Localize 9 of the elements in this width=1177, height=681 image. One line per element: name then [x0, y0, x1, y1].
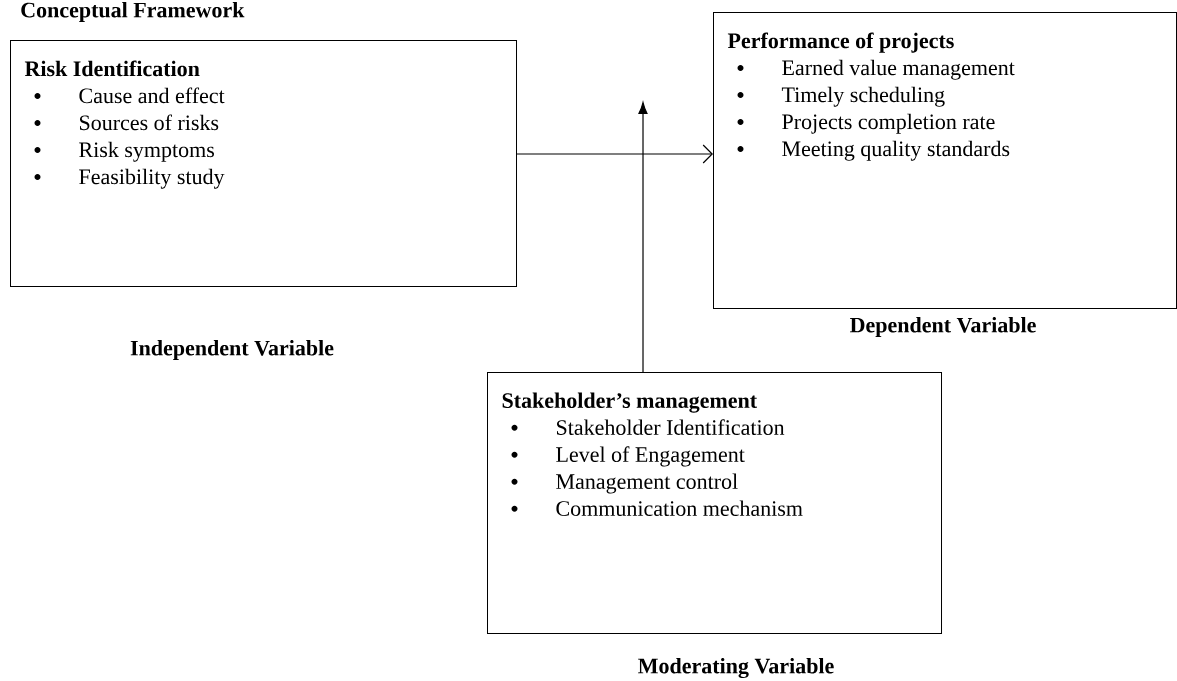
text-box: Stakeholder’s management Stakeholder Identification Level of Engagement Management control Communication mechanism	[487, 372, 942, 634]
heading: Conceptual Framework	[21, 2, 245, 22]
arrow	[638, 102, 648, 373]
node-label: Independent Variable	[130, 340, 334, 360]
node-label: Dependent Variable	[850, 317, 1036, 337]
arrow	[516, 144, 713, 164]
text-box: Performance of projects Earned value management Timely scheduling Projects completion rate Meeting quality standards	[713, 12, 1177, 309]
node-label: Moderating Variable	[638, 657, 834, 679]
text-box: Risk Identification Cause and effect Sources of risks Risk symptoms Feasibility study	[10, 40, 517, 287]
